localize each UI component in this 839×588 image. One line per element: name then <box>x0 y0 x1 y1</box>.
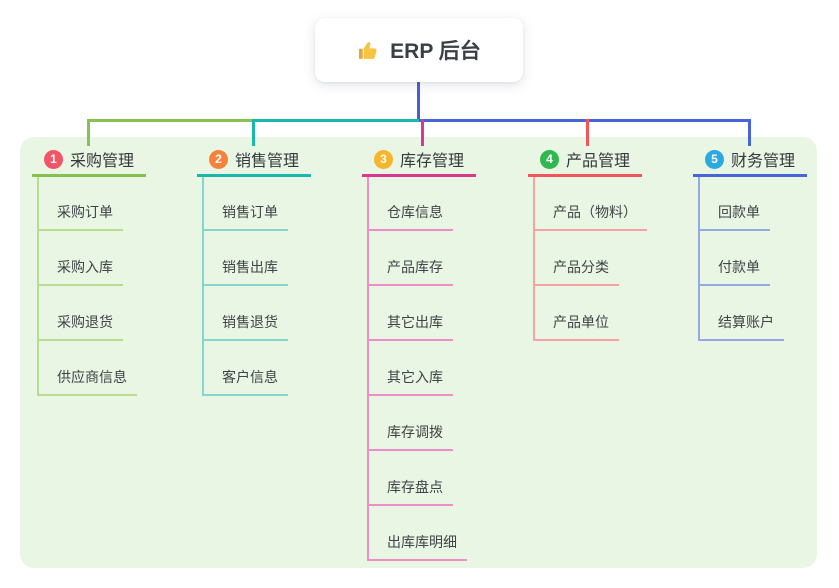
child-node[interactable]: 采购订单 <box>37 203 123 231</box>
child-node[interactable]: 仓库信息 <box>367 203 453 231</box>
branch-badge-4: 4 <box>539 149 559 169</box>
branch-badge-2: 2 <box>208 149 228 169</box>
branch-drop-line-1 <box>87 119 90 146</box>
thumbs-up-icon <box>357 39 380 62</box>
child-connector-line-4 <box>533 177 535 341</box>
child-node[interactable]: 出库库明细 <box>367 533 467 561</box>
child-node[interactable]: 产品分类 <box>533 258 619 286</box>
child-connector-line-5 <box>698 177 700 341</box>
child-node[interactable]: 其它入库 <box>367 368 453 396</box>
branch-header-4[interactable]: 4 产品管理 <box>528 144 642 177</box>
trunk-line <box>417 82 420 120</box>
child-node[interactable]: 采购退货 <box>37 313 123 341</box>
mindmap-canvas <box>20 137 817 568</box>
branch-drop-line-2 <box>252 119 255 146</box>
child-node[interactable]: 库存盘点 <box>367 478 453 506</box>
branch-header-1[interactable]: 1 采购管理 <box>32 144 146 177</box>
child-node[interactable]: 其它出库 <box>367 313 453 341</box>
branch-drop-line-3 <box>421 119 424 146</box>
child-connector-line-2 <box>202 177 204 396</box>
child-node[interactable]: 产品（物料） <box>533 203 647 231</box>
branch-header-2[interactable]: 2 销售管理 <box>197 144 311 177</box>
child-node[interactable]: 产品库存 <box>367 258 453 286</box>
child-node[interactable]: 销售退货 <box>202 313 288 341</box>
child-node[interactable]: 回款单 <box>698 203 770 231</box>
spine-segment-blue <box>419 119 751 122</box>
child-node[interactable]: 销售订单 <box>202 203 288 231</box>
branch-badge-3: 3 <box>373 149 393 169</box>
child-node[interactable]: 结算账户 <box>698 313 784 341</box>
branch-badge-5: 5 <box>704 149 724 169</box>
branch-header-5[interactable]: 5 财务管理 <box>693 144 807 177</box>
child-node[interactable]: 库存调拨 <box>367 423 453 451</box>
spine-segment-teal <box>252 119 420 122</box>
child-connector-line-3 <box>367 177 369 561</box>
branch-label-2: 销售管理 <box>234 153 299 170</box>
child-node[interactable]: 付款单 <box>698 258 770 286</box>
child-connector-line-1 <box>37 177 39 396</box>
branch-label-4: 产品管理 <box>565 153 630 170</box>
spine-segment-green <box>87 119 254 122</box>
branch-label-3: 库存管理 <box>399 153 464 170</box>
child-node[interactable]: 销售出库 <box>202 258 288 286</box>
branch-drop-line-4 <box>586 119 589 146</box>
branch-badge-1: 1 <box>43 149 63 169</box>
root-node[interactable]: ERP 后台 <box>315 18 523 82</box>
child-node[interactable]: 供应商信息 <box>37 368 137 396</box>
branch-label-1: 采购管理 <box>69 153 134 170</box>
branch-label-5: 财务管理 <box>730 153 795 170</box>
branch-drop-line-5 <box>748 119 751 146</box>
root-label: ERP 后台 <box>390 40 481 63</box>
branch-header-3[interactable]: 3 库存管理 <box>362 144 476 177</box>
child-node[interactable]: 产品单位 <box>533 313 619 341</box>
child-node[interactable]: 采购入库 <box>37 258 123 286</box>
child-node[interactable]: 客户信息 <box>202 368 288 396</box>
